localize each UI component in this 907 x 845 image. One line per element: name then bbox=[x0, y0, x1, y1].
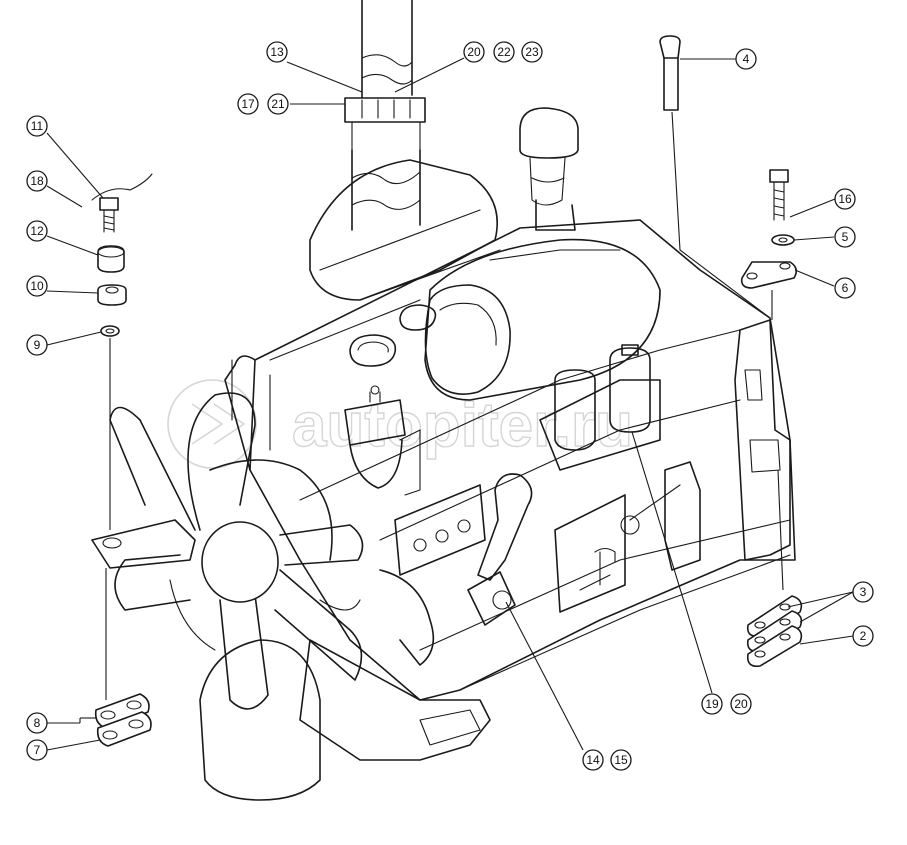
callout-4: 4 bbox=[735, 48, 757, 70]
callout-19: 19 bbox=[701, 693, 723, 715]
callout-23: 23 bbox=[521, 41, 543, 63]
callout-17: 17 bbox=[237, 93, 259, 115]
upper-hose bbox=[344, 0, 426, 231]
svg-text:9: 9 bbox=[34, 338, 41, 352]
svg-text:21: 21 bbox=[271, 97, 285, 111]
svg-text:11: 11 bbox=[31, 119, 44, 133]
callout-13: 13 bbox=[266, 41, 288, 63]
callout-15: 15 bbox=[610, 749, 632, 771]
svg-text:2: 2 bbox=[860, 629, 867, 643]
air-cleaner bbox=[424, 107, 661, 401]
svg-text:7: 7 bbox=[34, 743, 41, 757]
callout-12: 12 bbox=[26, 220, 48, 242]
svg-text:14: 14 bbox=[586, 753, 600, 767]
callout-21: 21 bbox=[267, 93, 289, 115]
injection-pump bbox=[344, 344, 701, 613]
svg-text:8: 8 bbox=[34, 716, 41, 730]
callout-6: 6 bbox=[834, 277, 856, 299]
svg-text:12: 12 bbox=[30, 224, 44, 238]
svg-text:17: 17 bbox=[241, 97, 255, 111]
engine-block bbox=[249, 219, 796, 761]
intake-manifold bbox=[224, 159, 501, 471]
svg-text:23: 23 bbox=[525, 45, 539, 59]
callout-2: 2 bbox=[852, 625, 874, 647]
svg-text:20: 20 bbox=[467, 45, 481, 59]
callout-20-top: 20 bbox=[463, 41, 485, 63]
svg-text:18: 18 bbox=[30, 174, 44, 188]
callout-18: 18 bbox=[26, 170, 48, 192]
svg-text:6: 6 bbox=[842, 281, 849, 295]
callout-14: 14 bbox=[582, 749, 604, 771]
right-mount-parts bbox=[659, 35, 803, 668]
bypass-hose bbox=[467, 473, 533, 626]
svg-text:20: 20 bbox=[734, 697, 748, 711]
leader-lines bbox=[46, 57, 854, 751]
callout-20-bottom: 20 bbox=[730, 693, 752, 715]
svg-text:13: 13 bbox=[270, 45, 284, 59]
svg-text:10: 10 bbox=[30, 279, 44, 293]
svg-text:16: 16 bbox=[838, 192, 852, 206]
callout-16: 16 bbox=[834, 188, 856, 210]
callout-11: 11 bbox=[26, 115, 48, 137]
svg-text:22: 22 bbox=[497, 45, 511, 59]
callout-5: 5 bbox=[834, 226, 856, 248]
callout-3: 3 bbox=[852, 581, 874, 603]
callout-8: 8 bbox=[26, 712, 48, 734]
cooling-fan bbox=[109, 359, 435, 801]
callout-10: 10 bbox=[26, 275, 48, 297]
callout-9: 9 bbox=[26, 334, 48, 356]
svg-text:3: 3 bbox=[860, 585, 867, 599]
svg-text:5: 5 bbox=[842, 230, 849, 244]
callout-22: 22 bbox=[493, 41, 515, 63]
svg-text:19: 19 bbox=[705, 697, 719, 711]
callout-7: 7 bbox=[26, 739, 48, 761]
left-mount-parts bbox=[91, 173, 196, 747]
svg-text:15: 15 bbox=[614, 753, 628, 767]
svg-text:4: 4 bbox=[743, 52, 750, 66]
